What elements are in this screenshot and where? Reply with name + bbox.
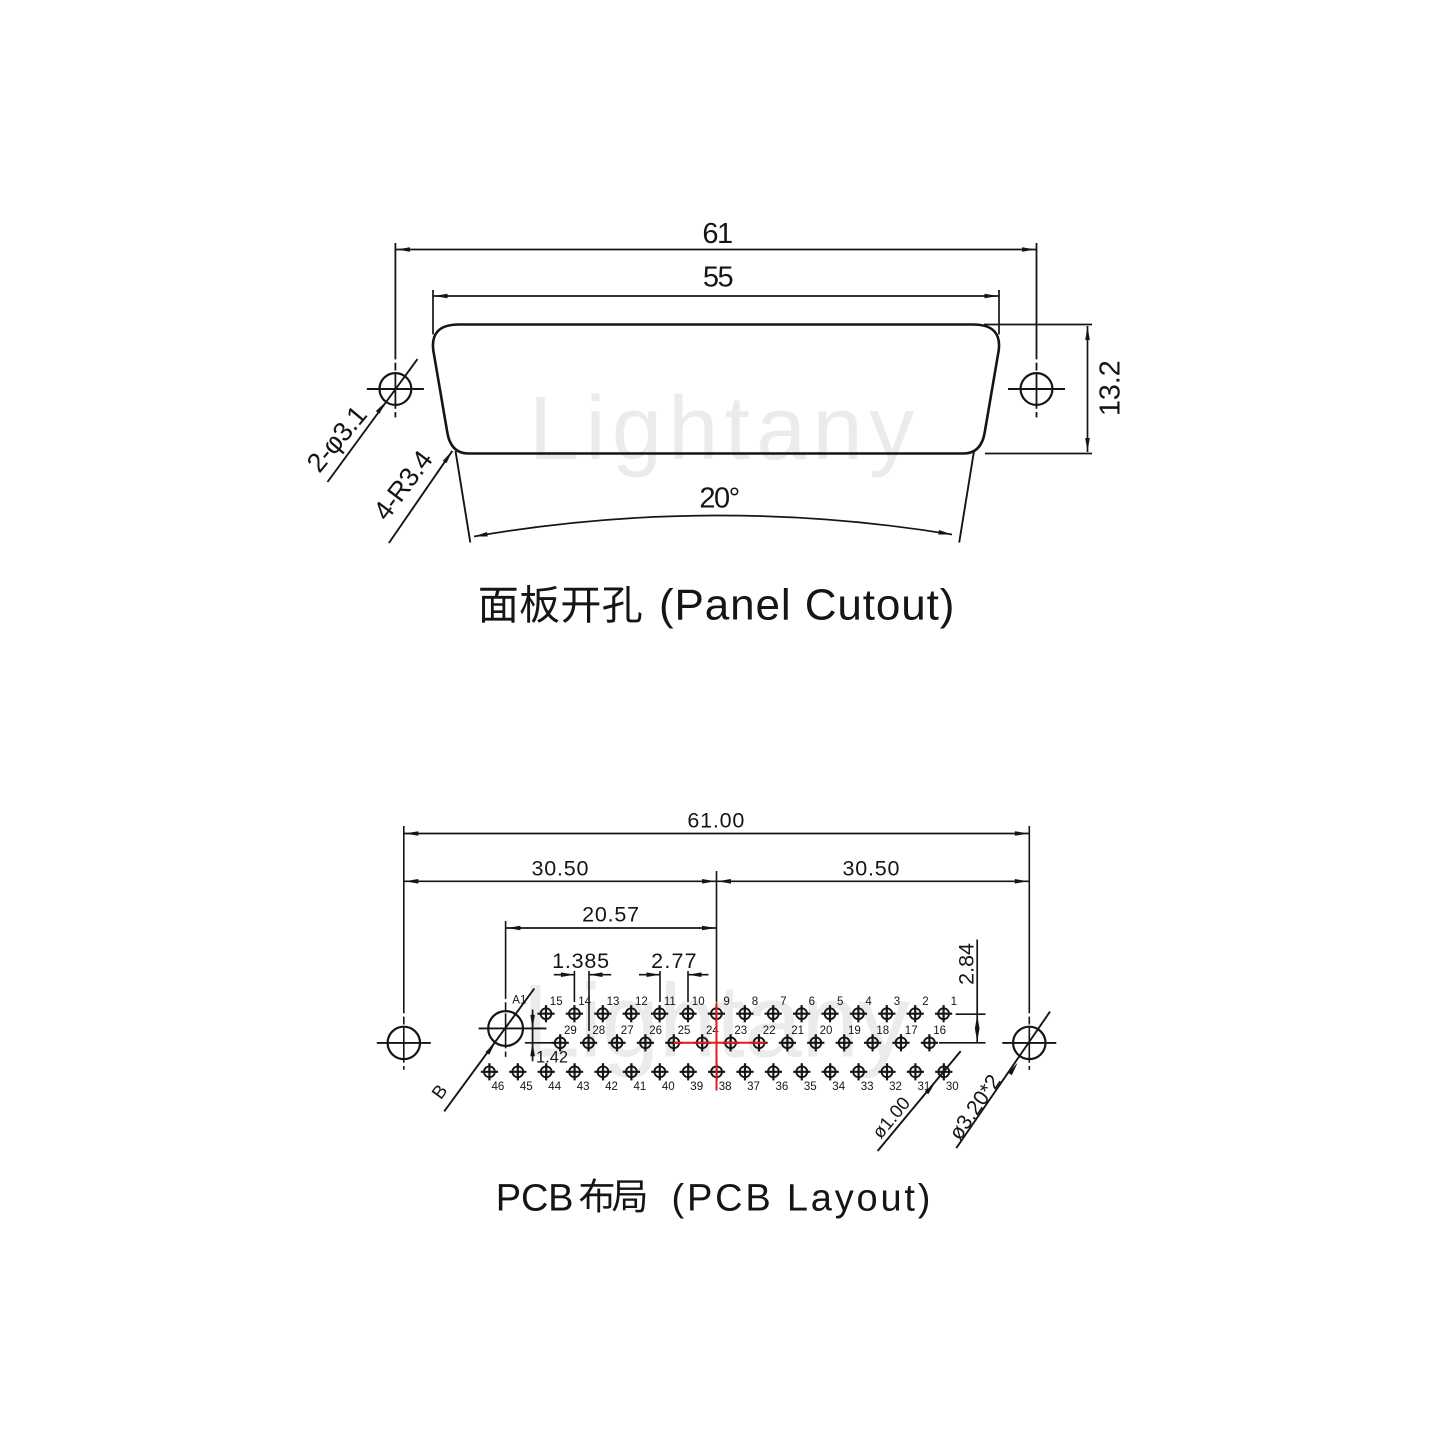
- svg-text:14: 14: [578, 996, 591, 1008]
- svg-text:15: 15: [550, 996, 563, 1008]
- svg-text:23: 23: [734, 1025, 747, 1037]
- svg-text:18: 18: [876, 1025, 889, 1037]
- svg-text:17: 17: [905, 1025, 918, 1037]
- svg-text:20°: 20°: [699, 483, 738, 515]
- svg-text:1: 1: [951, 996, 957, 1008]
- svg-text:13: 13: [607, 996, 620, 1008]
- svg-text:3: 3: [894, 996, 900, 1008]
- svg-text:2.84: 2.84: [954, 943, 978, 985]
- svg-text:30.50: 30.50: [531, 856, 589, 880]
- svg-text:20.57: 20.57: [582, 902, 640, 926]
- svg-text:22: 22: [763, 1025, 776, 1037]
- svg-text:21: 21: [791, 1025, 804, 1037]
- svg-text:32: 32: [889, 1081, 902, 1093]
- svg-text:43: 43: [577, 1081, 590, 1093]
- svg-text:28: 28: [592, 1025, 605, 1037]
- svg-text:19: 19: [848, 1025, 861, 1037]
- svg-text:40: 40: [662, 1081, 675, 1093]
- svg-text:44: 44: [548, 1081, 561, 1093]
- svg-text:37: 37: [747, 1081, 760, 1093]
- svg-text:5: 5: [837, 996, 843, 1008]
- svg-text:PCB: PCB: [496, 1178, 574, 1220]
- svg-text:33: 33: [861, 1081, 874, 1093]
- svg-text:42: 42: [605, 1081, 618, 1093]
- svg-text:2.77: 2.77: [651, 949, 698, 973]
- svg-text:9: 9: [723, 996, 729, 1008]
- svg-text:(Panel Cutout): (Panel Cutout): [659, 581, 955, 630]
- svg-text:25: 25: [678, 1025, 691, 1037]
- svg-text:41: 41: [634, 1081, 647, 1093]
- svg-text:12: 12: [635, 996, 648, 1008]
- svg-text:38: 38: [719, 1081, 732, 1093]
- svg-text:Lightany: Lightany: [529, 379, 920, 479]
- svg-text:30: 30: [946, 1081, 959, 1093]
- svg-text:1.42: 1.42: [536, 1048, 568, 1066]
- svg-text:2: 2: [922, 996, 928, 1008]
- svg-text:7: 7: [780, 996, 786, 1008]
- svg-text:27: 27: [621, 1025, 634, 1037]
- svg-text:6: 6: [809, 996, 815, 1008]
- svg-text:10: 10: [692, 996, 705, 1008]
- svg-text:39: 39: [690, 1081, 703, 1093]
- svg-text:A1: A1: [512, 994, 526, 1006]
- svg-text:31: 31: [918, 1081, 931, 1093]
- svg-text:11: 11: [664, 996, 676, 1008]
- svg-text:4: 4: [865, 996, 872, 1008]
- svg-text:30.50: 30.50: [842, 856, 900, 880]
- svg-text:(PCB Layout): (PCB Layout): [672, 1178, 934, 1220]
- svg-text:34: 34: [832, 1081, 845, 1093]
- svg-text:8: 8: [752, 996, 758, 1008]
- svg-text:46: 46: [492, 1081, 505, 1093]
- svg-text:35: 35: [804, 1081, 817, 1093]
- svg-text:45: 45: [520, 1081, 533, 1093]
- svg-text:55: 55: [703, 262, 733, 294]
- svg-text:1.385: 1.385: [552, 949, 610, 973]
- svg-text:61: 61: [702, 218, 732, 250]
- svg-text:20: 20: [820, 1025, 833, 1037]
- svg-text:61.00: 61.00: [687, 809, 745, 833]
- svg-text:13.2: 13.2: [1095, 360, 1127, 416]
- svg-text:16: 16: [933, 1025, 946, 1037]
- svg-text:29: 29: [564, 1025, 577, 1037]
- svg-text:36: 36: [776, 1081, 789, 1093]
- svg-text:26: 26: [649, 1025, 662, 1037]
